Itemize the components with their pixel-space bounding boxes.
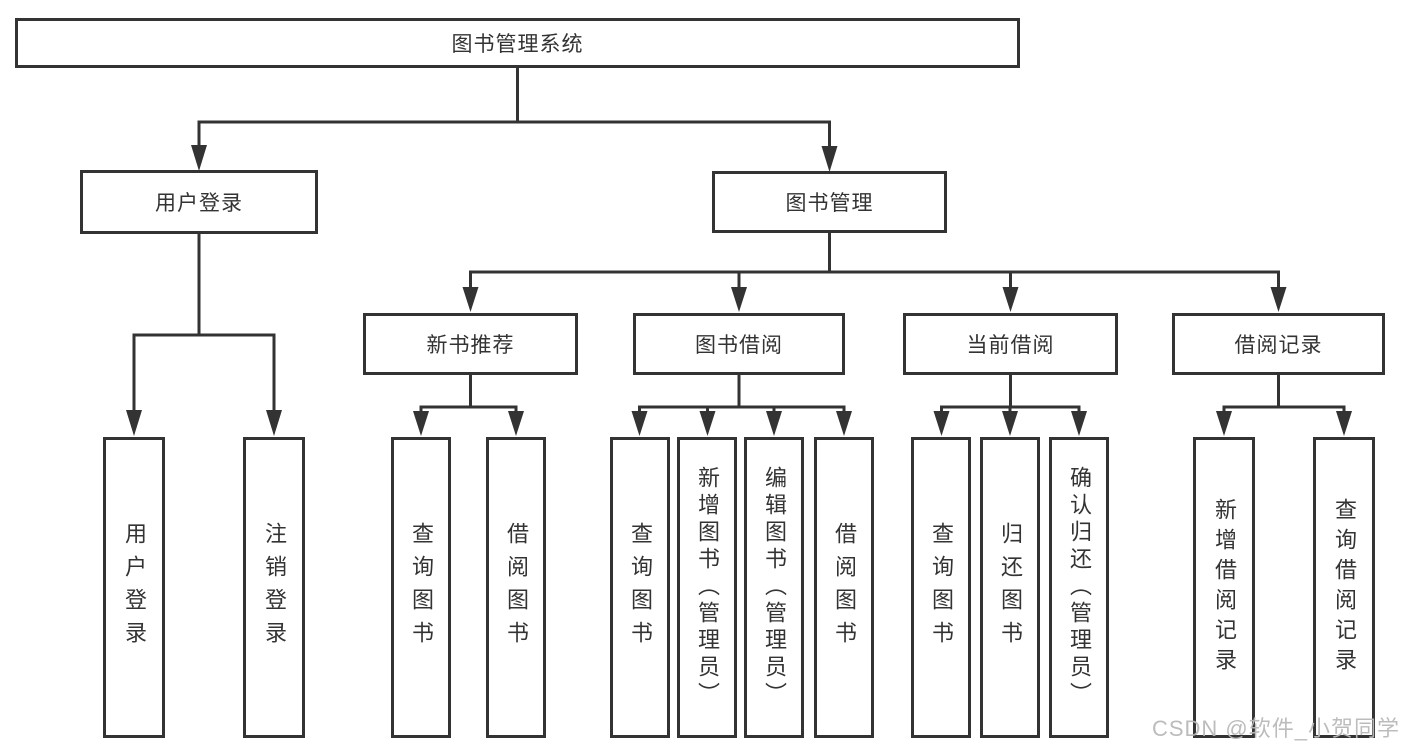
- leaf-borrow-books: 借阅图书: [814, 437, 874, 738]
- leaf-return-books: 归还图书: [980, 437, 1040, 738]
- leaf-query-books-borrowing-label: 查询图书: [628, 521, 653, 654]
- leaf-query-books-current-label: 查询图书: [929, 521, 954, 654]
- connector-user-login-split: [132, 234, 276, 412]
- node-current-borrowing: 当前借阅: [903, 313, 1118, 375]
- connector-root-split: [197, 66, 831, 148]
- arrowheads-book-borrowing-split: [631, 411, 852, 436]
- leaf-confirm-return-admin-label: 确认归还（管理员）: [1067, 466, 1092, 709]
- connector-new-book-split: [419, 375, 518, 414]
- leaf-query-borrow-record: 查询借阅记录: [1313, 437, 1375, 738]
- node-user-login-label: 用户登录: [155, 192, 243, 215]
- leaf-add-books-admin: 新增图书（管理员）: [677, 437, 737, 738]
- connector-borrowing-records-split: [1222, 375, 1346, 414]
- leaf-confirm-return-admin: 确认归还（管理员）: [1049, 437, 1109, 738]
- leaf-logout-label: 注销登录: [262, 521, 287, 654]
- node-library-system: 图书管理系统: [15, 18, 1020, 68]
- leaf-user-login-label: 用户登录: [122, 521, 147, 654]
- node-current-borrowing-label: 当前借阅: [966, 334, 1055, 357]
- connector-book-borrowing-split: [638, 375, 846, 414]
- leaf-query-books-recommend: 查询图书: [391, 437, 451, 738]
- leaf-add-books-admin-label: 新增图书（管理员）: [695, 466, 720, 709]
- leaf-query-books-borrowing: 查询图书: [610, 437, 670, 738]
- node-book-borrowing: 图书借阅: [633, 313, 845, 375]
- node-user-login: 用户登录: [80, 170, 318, 234]
- arrowheads-root-split: [191, 145, 838, 172]
- arrowheads-book-management-split: [462, 287, 1287, 312]
- leaf-borrow-books-label: 借阅图书: [832, 521, 857, 654]
- leaf-query-borrow-record-label: 查询借阅记录: [1332, 497, 1357, 678]
- node-book-management-label: 图书管理: [785, 192, 874, 215]
- leaf-edit-books-admin-label: 编辑图书（管理员）: [762, 466, 787, 709]
- connector-book-management-split: [469, 233, 1280, 289]
- arrowheads-borrowing-records-split: [1216, 411, 1352, 436]
- leaf-user-login: 用户登录: [103, 437, 165, 738]
- arrowheads-current-borrowing-split: [933, 411, 1087, 436]
- connector-current-borrowing-split: [940, 375, 1081, 414]
- node-borrowing-records-label: 借阅记录: [1234, 334, 1323, 357]
- leaf-add-borrow-record: 新增借阅记录: [1193, 437, 1255, 738]
- node-new-book-recommend: 新书推荐: [363, 313, 578, 375]
- leaf-logout: 注销登录: [243, 437, 305, 738]
- leaf-edit-books-admin: 编辑图书（管理员）: [744, 437, 804, 738]
- leaf-add-borrow-record-label: 新增借阅记录: [1212, 497, 1237, 678]
- leaf-query-books-current: 查询图书: [911, 437, 971, 738]
- arrowheads-user-login-split: [126, 410, 282, 436]
- leaf-query-books-recommend-label: 查询图书: [409, 521, 434, 654]
- node-borrowing-records: 借阅记录: [1172, 313, 1385, 375]
- node-book-borrowing-label: 图书借阅: [695, 334, 783, 357]
- node-book-management: 图书管理: [712, 171, 947, 233]
- node-library-system-label: 图书管理系统: [451, 33, 584, 56]
- leaf-return-books-label: 归还图书: [998, 521, 1023, 654]
- node-new-book-recommend-label: 新书推荐: [426, 334, 515, 357]
- leaf-borrow-books-recommend: 借阅图书: [486, 437, 546, 738]
- leaf-borrow-books-recommend-label: 借阅图书: [504, 521, 529, 654]
- watermark: CSDN @软件_小贺同学: [1151, 716, 1400, 741]
- arrowheads-new-book-split: [413, 411, 524, 436]
